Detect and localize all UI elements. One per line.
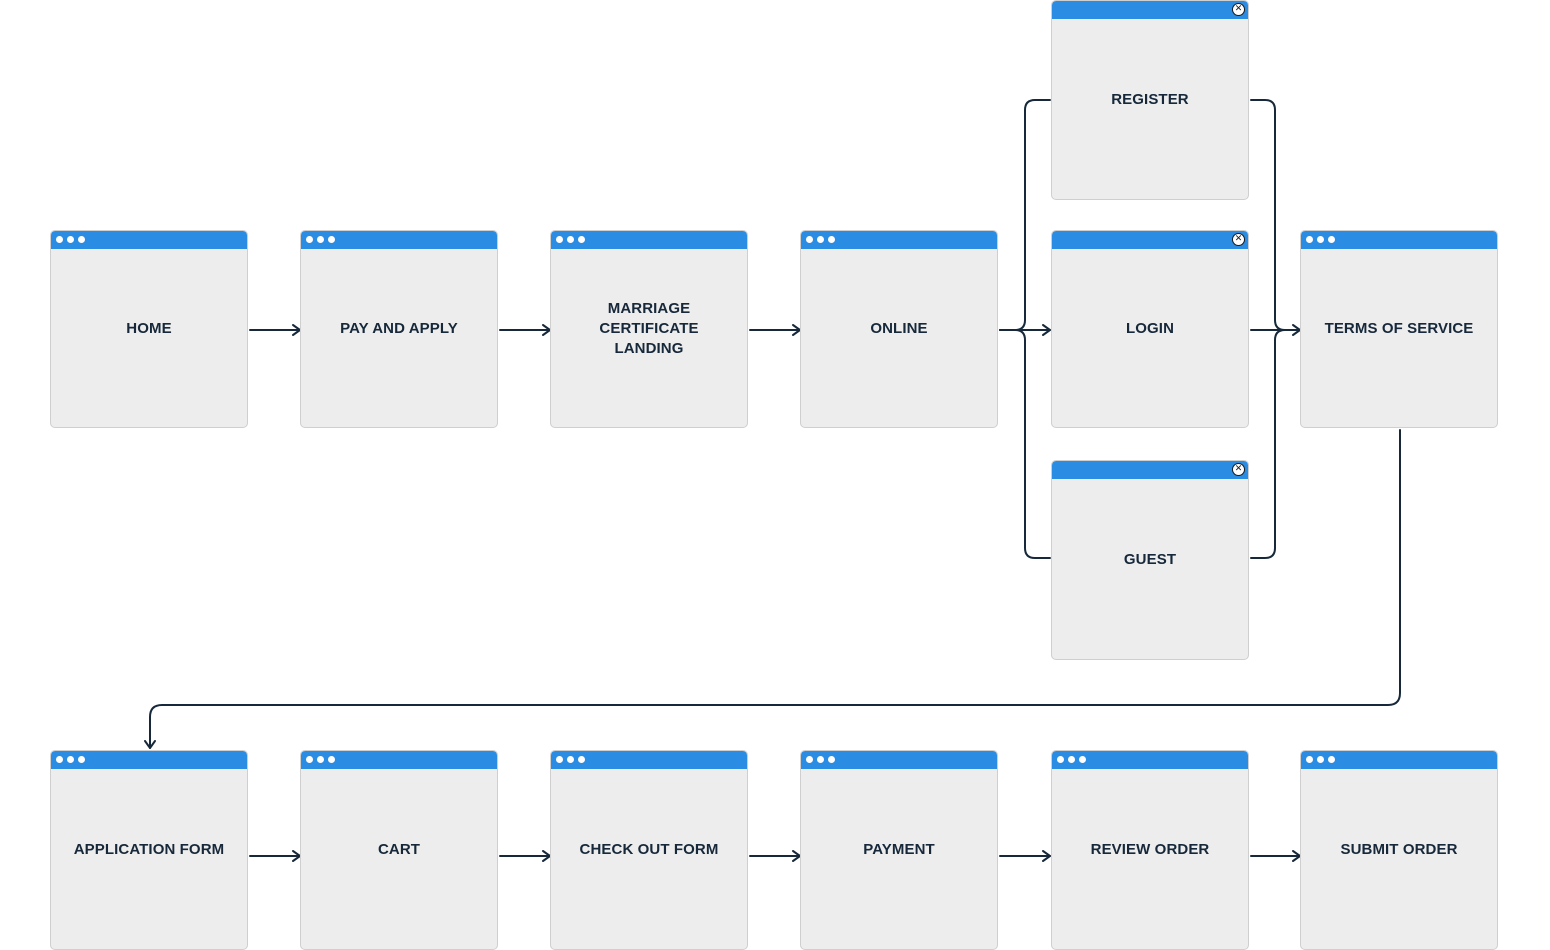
- node-label: REGISTER: [1111, 91, 1189, 108]
- page-node-payment[interactable]: PAYMENT: [800, 750, 998, 950]
- page-node-terms-of-service[interactable]: TERMS OF SERVICE: [1300, 230, 1498, 428]
- node-label: REVIEW ORDER: [1090, 841, 1210, 858]
- window-dots-icon: [556, 236, 585, 244]
- window-title-bar: [801, 751, 997, 769]
- window-title-bar: [551, 751, 747, 769]
- page-node-review-order[interactable]: REVIEW ORDER: [1051, 750, 1249, 950]
- page-node-online[interactable]: ONLINE: [800, 230, 998, 428]
- close-icon[interactable]: ✕: [1232, 233, 1245, 246]
- node-label: MARRIAGE CERTIFICATE LANDING: [599, 300, 699, 357]
- node-label: LOGIN: [1126, 320, 1174, 337]
- node-label: HOME: [126, 320, 172, 337]
- window-title-bar: [801, 231, 997, 249]
- window-title-bar: ✕: [1052, 1, 1248, 19]
- window-title-bar: [301, 751, 497, 769]
- window-dots-icon: [56, 236, 85, 244]
- page-node-register[interactable]: ✕ REGISTER: [1051, 0, 1249, 200]
- node-label: CHECK OUT FORM: [579, 841, 719, 858]
- node-label: TERMS OF SERVICE: [1324, 320, 1474, 337]
- page-node-home[interactable]: HOME: [50, 230, 248, 428]
- page-node-application-form[interactable]: APPLICATION FORM: [50, 750, 248, 950]
- node-label: SUBMIT ORDER: [1340, 841, 1458, 858]
- window-dots-icon: [56, 756, 85, 764]
- edge-online-guest: [999, 329, 1051, 559]
- window-dots-icon: [1306, 756, 1335, 764]
- edge-terms-application-form: [149, 429, 1401, 749]
- node-label: CART: [377, 841, 421, 858]
- arrowhead: [1042, 850, 1051, 862]
- node-label: GUEST: [1123, 551, 1177, 568]
- node-label: PAY AND APPLY: [340, 320, 458, 337]
- close-icon[interactable]: ✕: [1232, 3, 1245, 16]
- edge-guest-terms: [1250, 329, 1301, 559]
- window-title-bar: [301, 231, 497, 249]
- window-dots-icon: [1057, 756, 1086, 764]
- window-dots-icon: [806, 236, 835, 244]
- node-label: ONLINE: [870, 320, 928, 337]
- window-title-bar: [1301, 751, 1497, 769]
- window-title-bar: ✕: [1052, 461, 1248, 479]
- edge-online-register: [999, 99, 1051, 331]
- window-title-bar: [551, 231, 747, 249]
- node-label: PAYMENT: [863, 841, 935, 858]
- page-node-submit-order[interactable]: SUBMIT ORDER: [1300, 750, 1498, 950]
- page-node-guest[interactable]: ✕ GUEST: [1051, 460, 1249, 660]
- page-node-marriage-certificate-landing[interactable]: MARRIAGE CERTIFICATE LANDING: [550, 230, 748, 428]
- page-node-cart[interactable]: CART: [300, 750, 498, 950]
- window-title-bar: [1052, 751, 1248, 769]
- close-icon[interactable]: ✕: [1232, 463, 1245, 476]
- node-label: APPLICATION FORM: [73, 841, 225, 858]
- window-title-bar: ✕: [1052, 231, 1248, 249]
- arrowhead: [1042, 324, 1051, 336]
- window-title-bar: [51, 751, 247, 769]
- edge-register-terms: [1250, 99, 1301, 331]
- window-dots-icon: [556, 756, 585, 764]
- window-dots-icon: [806, 756, 835, 764]
- page-node-login[interactable]: ✕ LOGIN: [1051, 230, 1249, 428]
- window-dots-icon: [306, 756, 335, 764]
- arrowhead: [144, 740, 156, 749]
- page-node-check-out-form[interactable]: CHECK OUT FORM: [550, 750, 748, 950]
- window-dots-icon: [1306, 236, 1335, 244]
- window-title-bar: [1301, 231, 1497, 249]
- window-dots-icon: [306, 236, 335, 244]
- window-title-bar: [51, 231, 247, 249]
- page-node-pay-and-apply[interactable]: PAY AND APPLY: [300, 230, 498, 428]
